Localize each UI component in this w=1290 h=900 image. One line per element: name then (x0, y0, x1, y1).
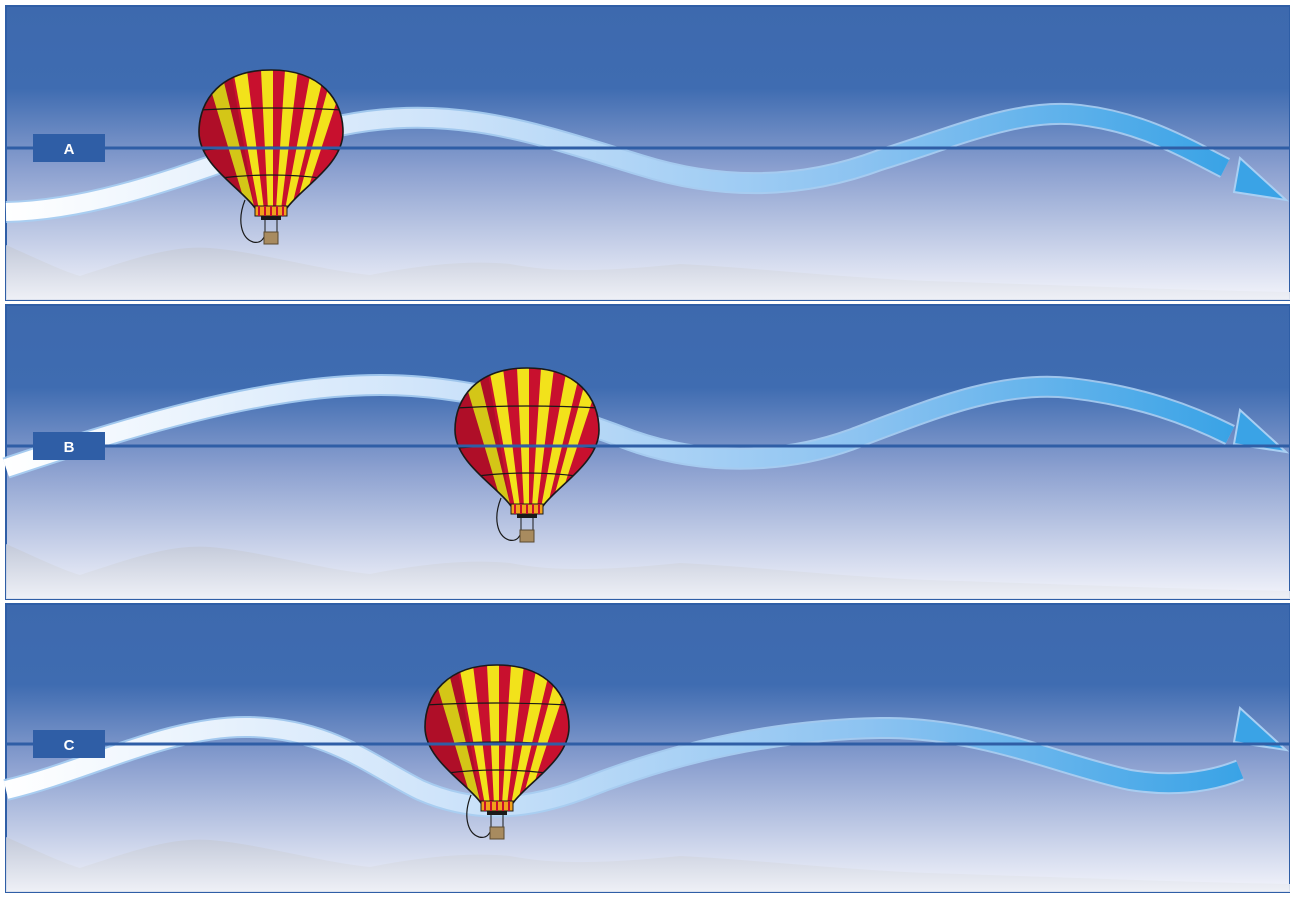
panel-b: B (6, 305, 1290, 599)
panels-group: A B C (6, 6, 1290, 892)
panel-label: B (64, 439, 75, 456)
panel-label: A (64, 141, 75, 158)
panel-c: C (6, 604, 1290, 892)
panel-label: C (64, 737, 75, 754)
panel-a: A (6, 6, 1290, 300)
